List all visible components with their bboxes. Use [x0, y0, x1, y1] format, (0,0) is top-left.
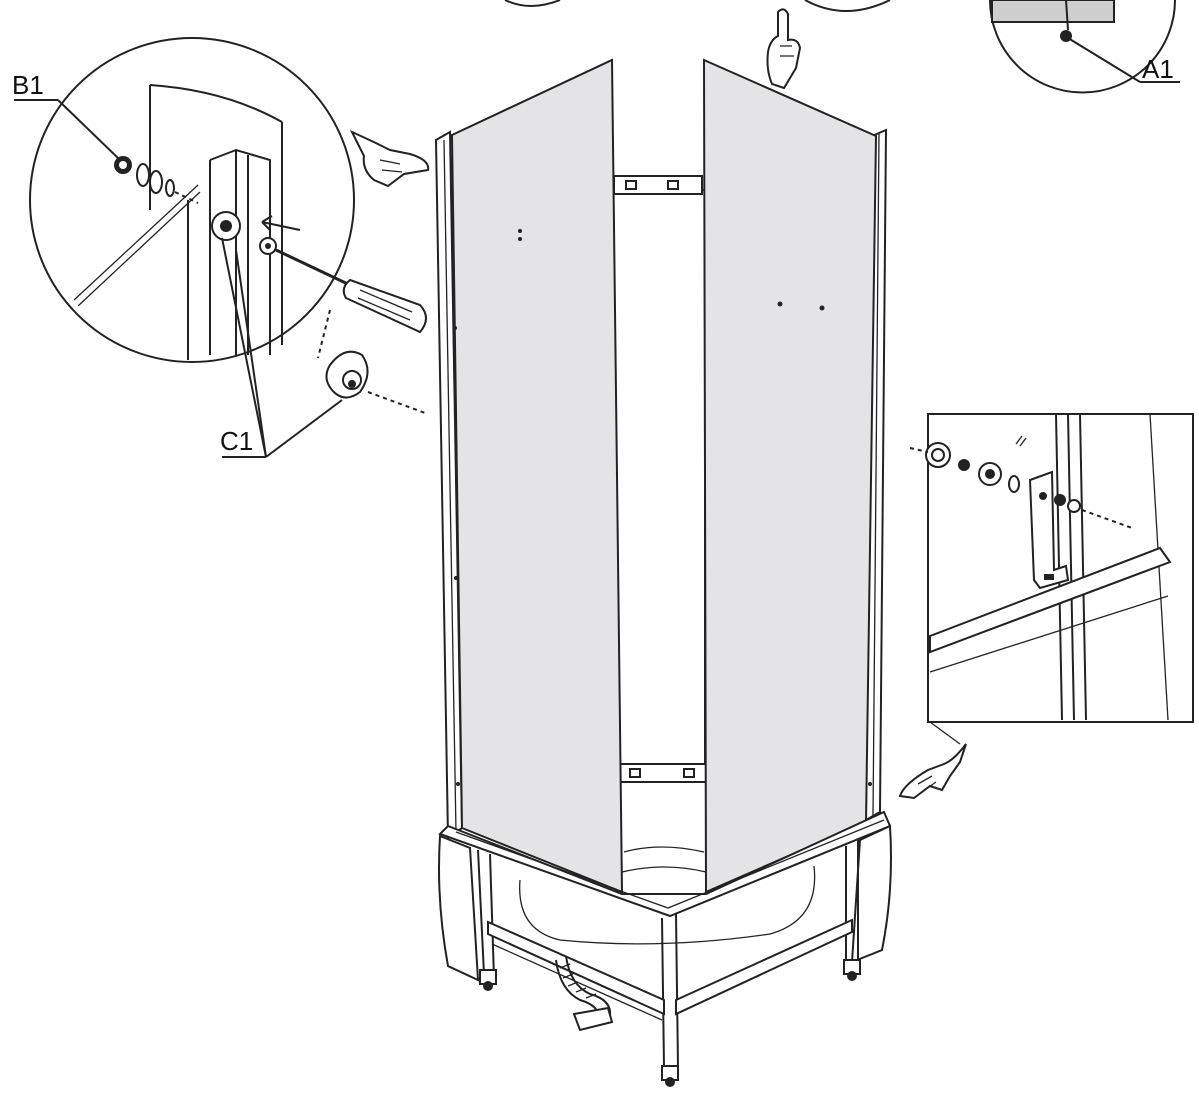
label-b1: B1	[12, 70, 44, 100]
detail-box-bracket	[909, 413, 1194, 723]
top-detail-circle-fragments	[504, 0, 891, 12]
detail-circle-b1	[14, 37, 427, 363]
hand-pointer-bottom-right	[898, 721, 967, 800]
label-c1: C1	[220, 426, 253, 456]
label-a1: A1	[1142, 54, 1174, 84]
hand-pointer-left	[349, 129, 430, 188]
detail-circle-a1	[989, 0, 1180, 94]
cap-c1	[221, 237, 429, 458]
shower-cabin	[434, 58, 892, 1087]
hand-pointer-top	[766, 8, 802, 90]
